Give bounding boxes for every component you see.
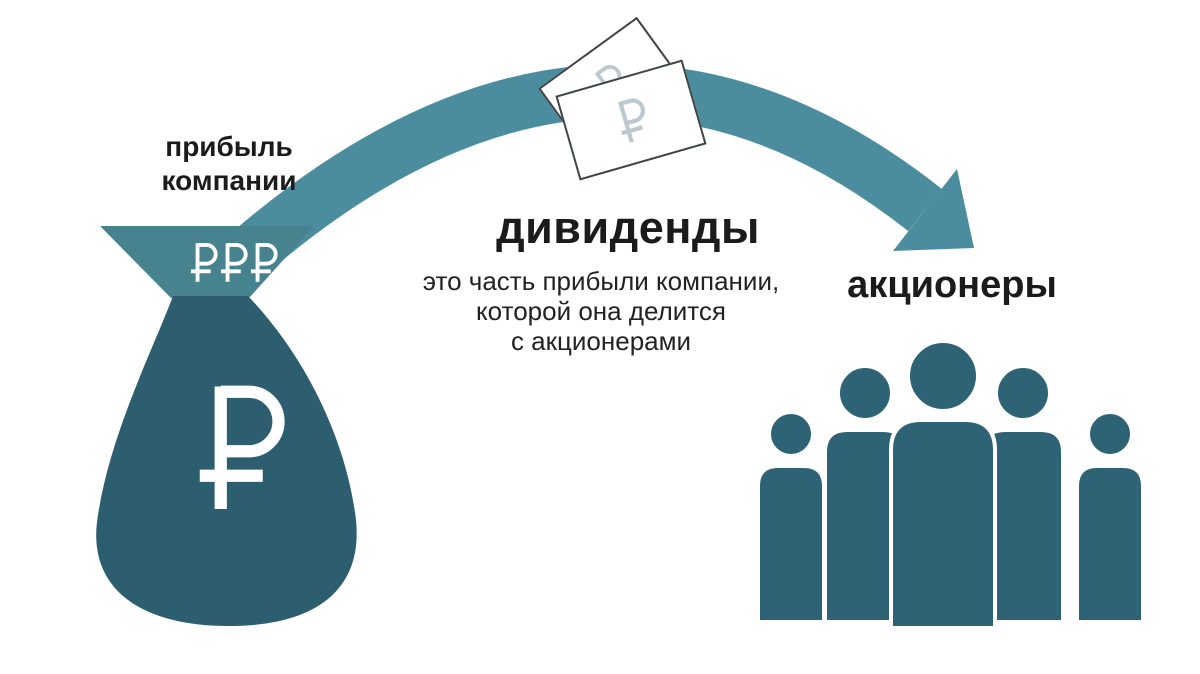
profit-label-line2: компании bbox=[161, 165, 297, 196]
arc-arrowhead-icon bbox=[893, 169, 974, 251]
description-line1: это часть прибыли компании, bbox=[422, 266, 780, 296]
person-far-left bbox=[756, 410, 826, 624]
person-far-right bbox=[1075, 410, 1145, 624]
profit-label-line1: прибыль bbox=[165, 131, 293, 162]
description-line2: которой она делится bbox=[476, 296, 726, 326]
ruble-icon bbox=[607, 92, 655, 148]
profit-label: прибыль компании bbox=[119, 130, 339, 198]
person-right-mid bbox=[981, 364, 1065, 624]
person-center bbox=[889, 339, 997, 630]
people-group bbox=[756, 339, 1145, 630]
dividends-description: это часть прибыли компании, которой она … bbox=[401, 266, 801, 356]
description-line3: с акционерами bbox=[510, 326, 692, 356]
dividends-title: дивиденды bbox=[496, 202, 760, 253]
shareholders-label: акционеры bbox=[847, 264, 1057, 306]
